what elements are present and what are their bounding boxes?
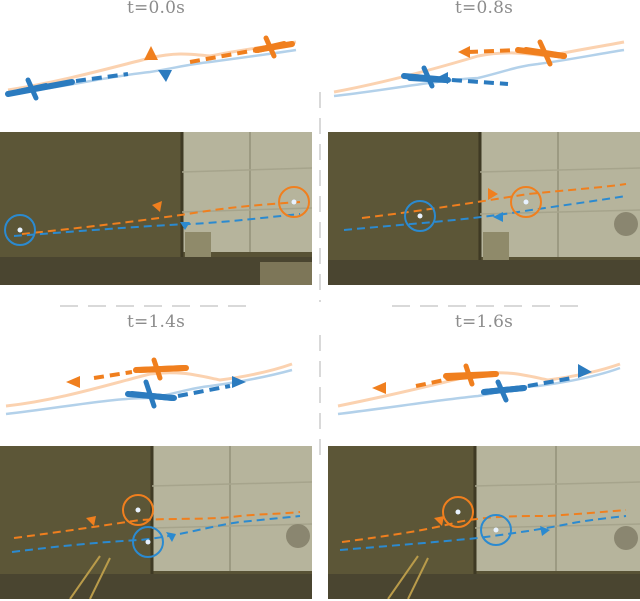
camera-frame (0, 132, 312, 285)
trajectory-plot (5, 357, 293, 416)
orange-direction-arrow (372, 382, 386, 394)
time-label: t=1.6s (454, 312, 514, 332)
trajectory-plot (333, 39, 625, 98)
orange-drone-icon (523, 39, 567, 67)
vertical-divider (319, 335, 321, 455)
orange-direction-arrow (66, 376, 80, 388)
blue-direction-arrow (232, 376, 246, 388)
trajectory-plot (337, 362, 621, 416)
vertical-divider (319, 92, 321, 302)
blue-drone-icon (15, 77, 49, 101)
blue-drone-icon (481, 379, 527, 403)
orange-drone-icon (255, 35, 287, 59)
panel-t16: t=1.6s (328, 312, 640, 601)
time-label: t=0.0s (126, 0, 186, 18)
blue-drone-icon (129, 379, 175, 409)
time-label: t=1.4s (126, 312, 186, 332)
panel-t0: t=0.0s (0, 0, 312, 290)
camera-frame (328, 132, 640, 285)
orange-drone-icon (137, 357, 187, 381)
orange-direction-arrow (144, 46, 158, 60)
blue-direction-arrow (158, 70, 172, 82)
orange-direction-arrow (458, 46, 470, 58)
trajectory-plot (5, 35, 297, 101)
panel-t14: t=1.4s (0, 312, 312, 601)
orange-drone-icon (443, 363, 499, 387)
panel-t08: t=0.8s (328, 0, 640, 290)
blue-direction-arrow (436, 72, 448, 84)
blue-direction-arrow (578, 364, 592, 378)
time-label: t=0.8s (454, 0, 514, 18)
camera-frame (0, 446, 312, 599)
horizontal-divider (392, 305, 582, 307)
camera-frame (328, 446, 640, 599)
horizontal-divider (60, 305, 250, 307)
